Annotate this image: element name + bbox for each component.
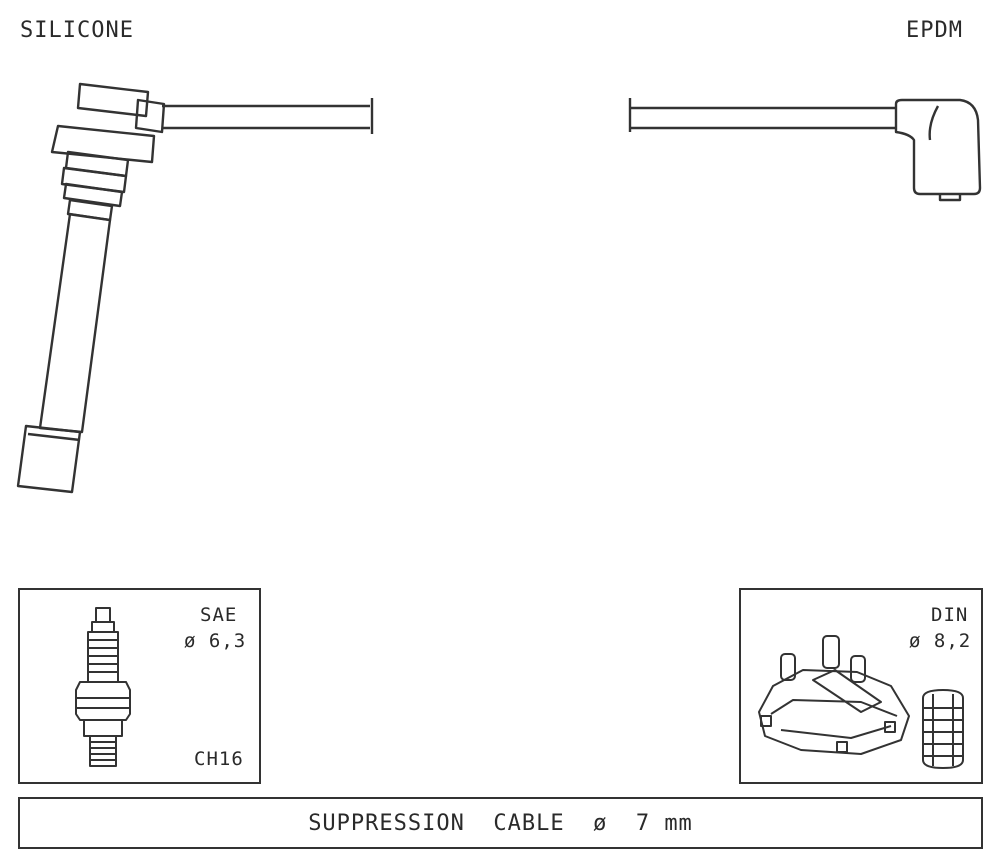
epdm-label: EPDM: [906, 18, 963, 43]
silicone-label: SILICONE: [20, 18, 134, 43]
plug-boot-left: [16, 82, 166, 494]
cap-diameter: ø 8,2: [909, 630, 972, 652]
plug-diameter: ø 6,3: [184, 630, 247, 652]
cap-boot-right: [894, 98, 982, 202]
plug-standard: SAE: [200, 604, 238, 626]
spark-plug-icon: [75, 607, 131, 767]
cable-right: [628, 98, 896, 132]
cap-panel: DIN ø 8,2: [739, 588, 983, 784]
distributor-cap-icon: [758, 635, 964, 769]
footer-text: SUPPRESSION CABLE ø 7 mm: [308, 811, 693, 836]
plug-panel: SAE ø 6,3 CH16: [18, 588, 261, 784]
footer-banner: SUPPRESSION CABLE ø 7 mm: [18, 797, 983, 849]
cap-standard: DIN: [931, 604, 969, 626]
plug-code: CH16: [194, 748, 244, 770]
cable-left: [162, 98, 374, 134]
